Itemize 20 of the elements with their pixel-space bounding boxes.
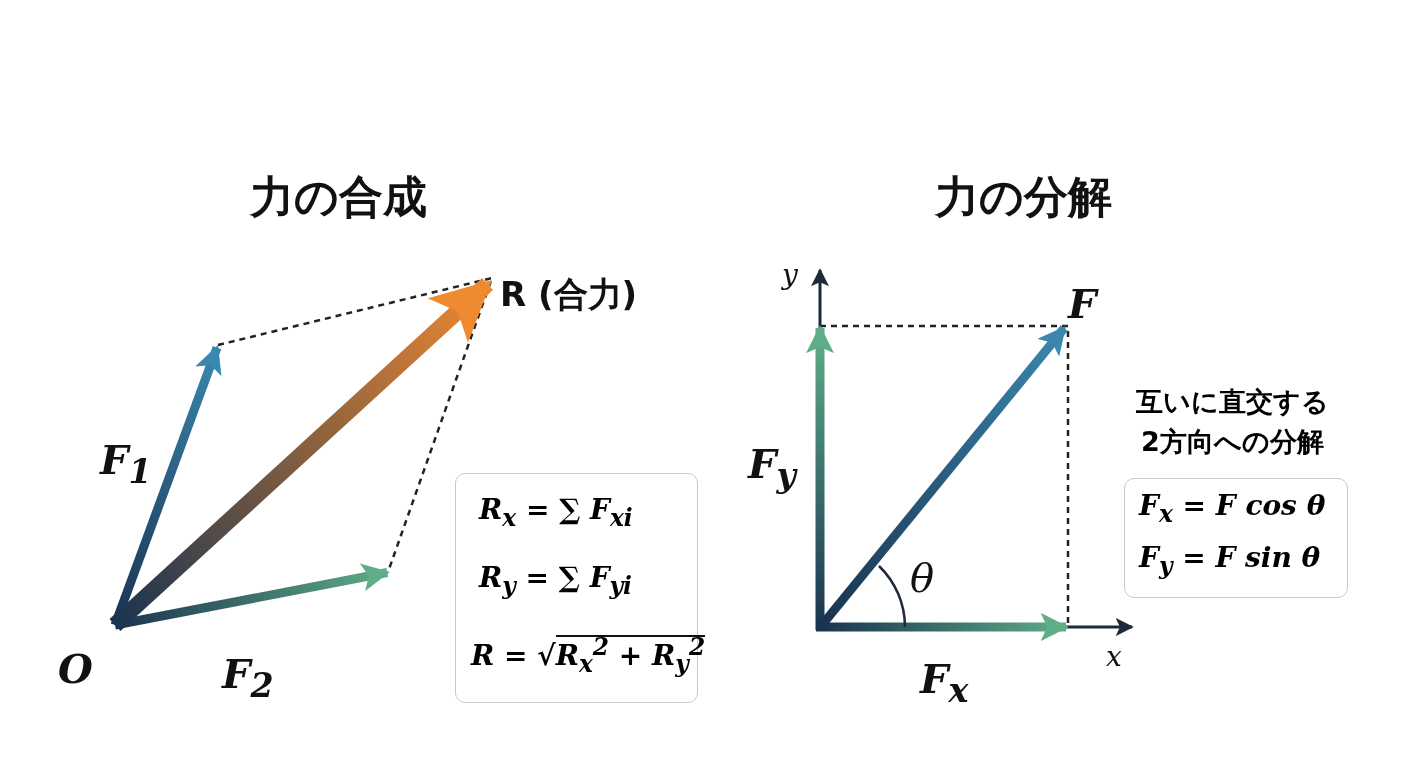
vector-label: F xyxy=(1068,280,1097,327)
note-text: 互いに直交する2方向への分解 xyxy=(1135,385,1330,459)
formula: F$_{y}$ = F sin θ xyxy=(1139,541,1321,580)
angle-label: θ xyxy=(910,555,935,601)
vector-label: F$_{x}$ xyxy=(920,655,969,710)
formula: F$_{x}$ = F cos θ xyxy=(1139,489,1326,528)
vector-label: F$_{y}$ xyxy=(748,440,796,495)
vector-arrow xyxy=(114,563,390,630)
section-title: 力の分解 xyxy=(935,170,1112,224)
vector-arrow xyxy=(110,345,222,627)
axis-label: y xyxy=(782,258,798,291)
edge-label: F$_{1}$ xyxy=(100,436,152,491)
formula: R$_{y}$ = ∑ F$_{yi}$ xyxy=(479,561,632,600)
axis-label: x xyxy=(1106,640,1122,673)
section-title: 力の合成 xyxy=(250,170,427,224)
edge-label: F$_{2}$ xyxy=(222,650,274,705)
vector-arrow xyxy=(109,278,494,631)
vector-label: R (合力) xyxy=(500,273,638,316)
vector-label: O xyxy=(58,645,93,692)
formula: R$_{x}$ = ∑ F$_{xi}$ xyxy=(479,493,633,532)
